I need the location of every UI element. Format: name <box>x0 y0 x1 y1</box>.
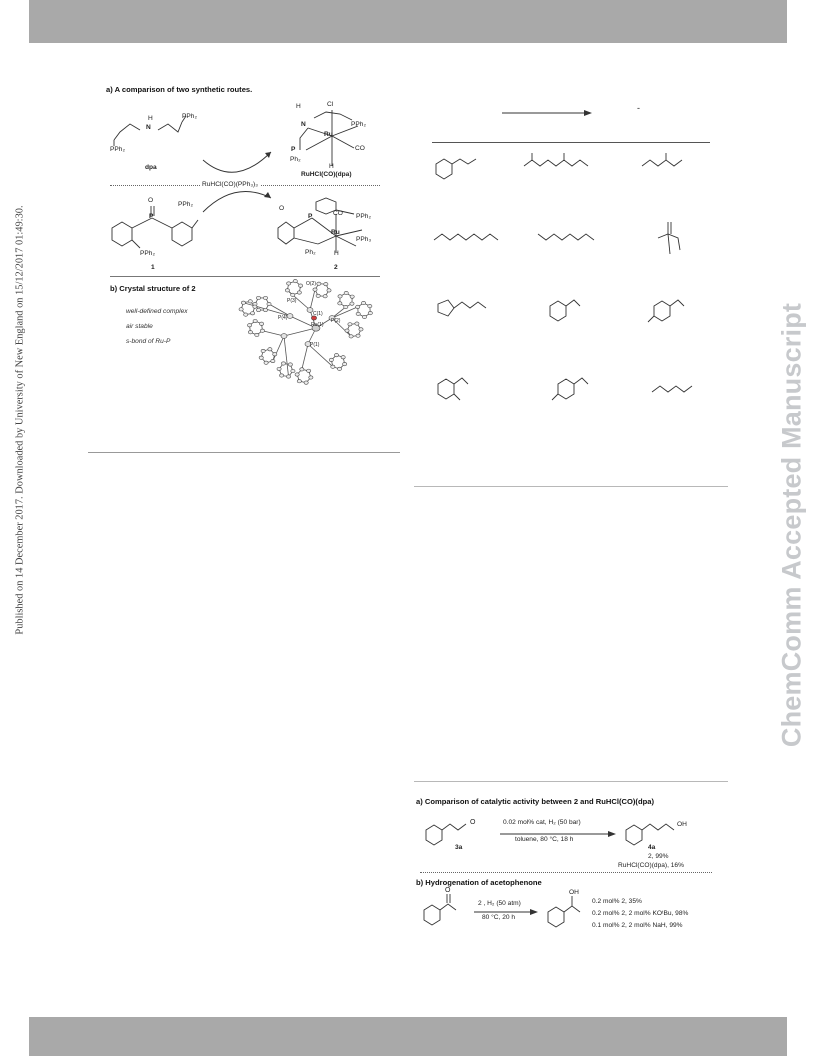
substrate-methylstyrene <box>435 158 477 180</box>
feature-1: well-defined complex <box>126 308 188 315</box>
acetophenone-reaction <box>423 894 581 928</box>
table-arrow-note: - <box>637 103 640 113</box>
substrate-thiophene-alkene <box>437 299 487 317</box>
result-b-1: 0.2 mol% 2, 35% <box>592 898 642 905</box>
xray-label-P4: P(4) <box>278 315 288 321</box>
panel-divider <box>110 276 380 277</box>
table-bottom-rule <box>414 486 728 487</box>
compound2-Ph2: Ph₂ <box>305 249 316 256</box>
compound1-structure <box>111 206 199 249</box>
complex-H-top: H <box>296 103 301 110</box>
figure1-panel-b-title: b) Crystal structure of 2 <box>110 284 196 293</box>
complex-Ru: Ru <box>324 131 333 138</box>
complex-P: P <box>291 146 296 153</box>
substrate-hexadiene <box>433 233 499 241</box>
complex-Cl: Cl <box>327 101 334 108</box>
reaction-b-condition-top: 2 , H₂ (50 atm) <box>478 900 521 907</box>
reaction-arrows <box>202 151 272 213</box>
substrate-pentane <box>651 385 693 393</box>
reaction-b-condition-bottom: 80 °C, 20 h <box>482 914 516 921</box>
compound2-O: O <box>279 205 285 212</box>
substrate-ethyltoluene-para <box>647 299 685 323</box>
complex-N: N <box>301 121 306 128</box>
figure2-panel-a-title: a) Comparison of catalytic activity betw… <box>416 797 654 806</box>
substrate-ethyltoluene-meta <box>551 377 589 401</box>
complex-Ph2: Ph₂ <box>290 156 301 163</box>
compound2-PPh3: PPh₃ <box>356 236 372 243</box>
table-header-rule <box>432 142 710 143</box>
compound2-P: P <box>308 213 313 220</box>
figure1-bottom-rule <box>88 452 400 453</box>
compound2-CO: CO <box>333 210 343 217</box>
xray-label-P1: P(1) <box>310 342 320 348</box>
feature-2: air stable <box>126 323 153 330</box>
result-b-3: 0.1 mol% 2, 2 mol% NaH, 99% <box>592 922 683 929</box>
xray-crystal-structure <box>238 279 373 385</box>
reagent-label: RuHCl(CO)(PPh₃)₃ <box>200 181 260 188</box>
xray-label-O2: O(2) <box>306 281 316 287</box>
substrate-trisubstituted-alkene <box>641 153 683 167</box>
xray-label-P2: P(2) <box>331 318 341 324</box>
acetophenone-O: O <box>445 887 451 894</box>
figure1-panel-a-title: a) A comparison of two synthetic routes. <box>106 85 253 94</box>
product-OH: OH <box>677 821 687 828</box>
substrate-methylbutene <box>657 222 681 255</box>
compound1-O: O <box>148 197 154 204</box>
figure2-panel-divider <box>420 872 712 873</box>
dpa-label: dpa <box>145 164 157 171</box>
compound2-number: 2 <box>334 264 338 271</box>
substrate-diene-chain <box>523 153 589 167</box>
label-3a: 3a <box>455 844 463 851</box>
compound1-number: 1 <box>151 264 155 271</box>
page-header-bar <box>29 0 787 43</box>
result-catalyst-2: 2, 99% <box>648 853 669 860</box>
compound1-P: P <box>149 213 154 220</box>
xray-label-Ru1: Ru(1) <box>311 322 324 328</box>
compound2-structure <box>277 197 363 252</box>
compound1-PPh2-top: PPh₂ <box>178 201 194 208</box>
compound2-H: H <box>334 250 339 257</box>
page-footer-bar <box>29 1017 787 1056</box>
phenylethanol-OH: OH <box>569 889 579 896</box>
accepted-manuscript-watermark: ChemComm Accepted Manuscript <box>776 302 807 748</box>
xray-label-P3: P(3) <box>287 298 297 304</box>
dpa-PPh2-right: PPh₂ <box>182 113 198 120</box>
complex-CO: CO <box>355 145 365 152</box>
feature-3: s-bond of Ru-P <box>126 338 171 345</box>
figure2-top-rule <box>414 781 728 782</box>
reaction-a-condition-top: 0.02 mol% cat, H₂ (50 bar) <box>503 819 581 826</box>
dpa-structure <box>113 115 187 146</box>
complex-PPh2: PPh₂ <box>351 121 367 128</box>
compound2-PPh2: PPh₂ <box>356 213 372 220</box>
label-4a: 4a <box>648 844 656 851</box>
complex-H-bottom: H <box>329 163 334 170</box>
download-notice: Published on 14 December 2017. Downloade… <box>14 205 26 635</box>
table-reaction-arrow <box>502 110 592 116</box>
dpa-N-atom: N <box>146 124 151 131</box>
xray-label-C1: C(1) <box>313 311 323 317</box>
dpa-H-atom: H <box>148 115 153 122</box>
result-b-2: 0.2 mol% 2, 2 mol% KOᵗBu, 98% <box>592 910 689 917</box>
substrate-ethyltoluene-ortho <box>437 377 469 401</box>
cinnamaldehyde-O: O <box>470 819 476 826</box>
reaction-a-condition-bottom: toluene, 80 °C, 18 h <box>515 836 574 843</box>
result-ruhcl-dpa: RuHCl(CO)(dpa), 16% <box>618 862 684 869</box>
dpa-PPh2-left: PPh₂ <box>110 146 126 153</box>
substrate-ethylbenzene <box>549 299 581 322</box>
ruhcl-dpa-label: RuHCl(CO)(dpa) <box>301 171 352 178</box>
substrate-octene <box>537 233 595 241</box>
cinnamaldehyde-reaction <box>425 823 675 846</box>
compound2-Ru: Ru <box>331 229 340 236</box>
figure2-panel-b-title: b) Hydrogenation of acetophenone <box>416 878 542 887</box>
compound1-PPh2-bottom: PPh₂ <box>140 250 156 257</box>
ruhcl-dpa-structure <box>299 110 359 166</box>
